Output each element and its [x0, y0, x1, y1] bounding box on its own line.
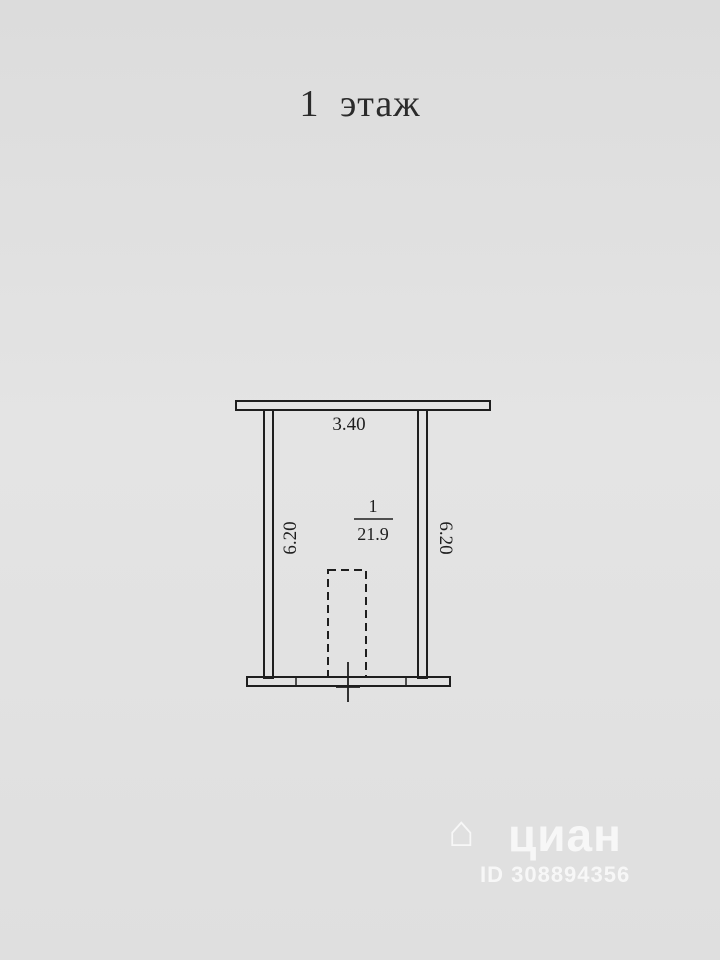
watermark: ⌂ циан ID 308894356 — [448, 800, 688, 890]
width-dimension-label: 3.40 — [332, 414, 365, 435]
watermark-brand: циан — [508, 809, 622, 861]
left-height-dimension-label: 6.20 — [280, 521, 301, 554]
room-area: 21.9 — [357, 524, 389, 544]
cian-house-icon: ⌂ — [448, 807, 475, 856]
watermark-id: ID 308894356 — [480, 862, 631, 887]
right-height-dimension-label: 6.20 — [435, 521, 456, 554]
top-wall — [235, 400, 491, 411]
inspection-pit — [327, 569, 367, 678]
floor-title: 1 этаж — [299, 83, 421, 125]
right-wall — [417, 409, 428, 679]
room-number: 1 — [369, 496, 378, 516]
left-wall — [263, 409, 274, 679]
